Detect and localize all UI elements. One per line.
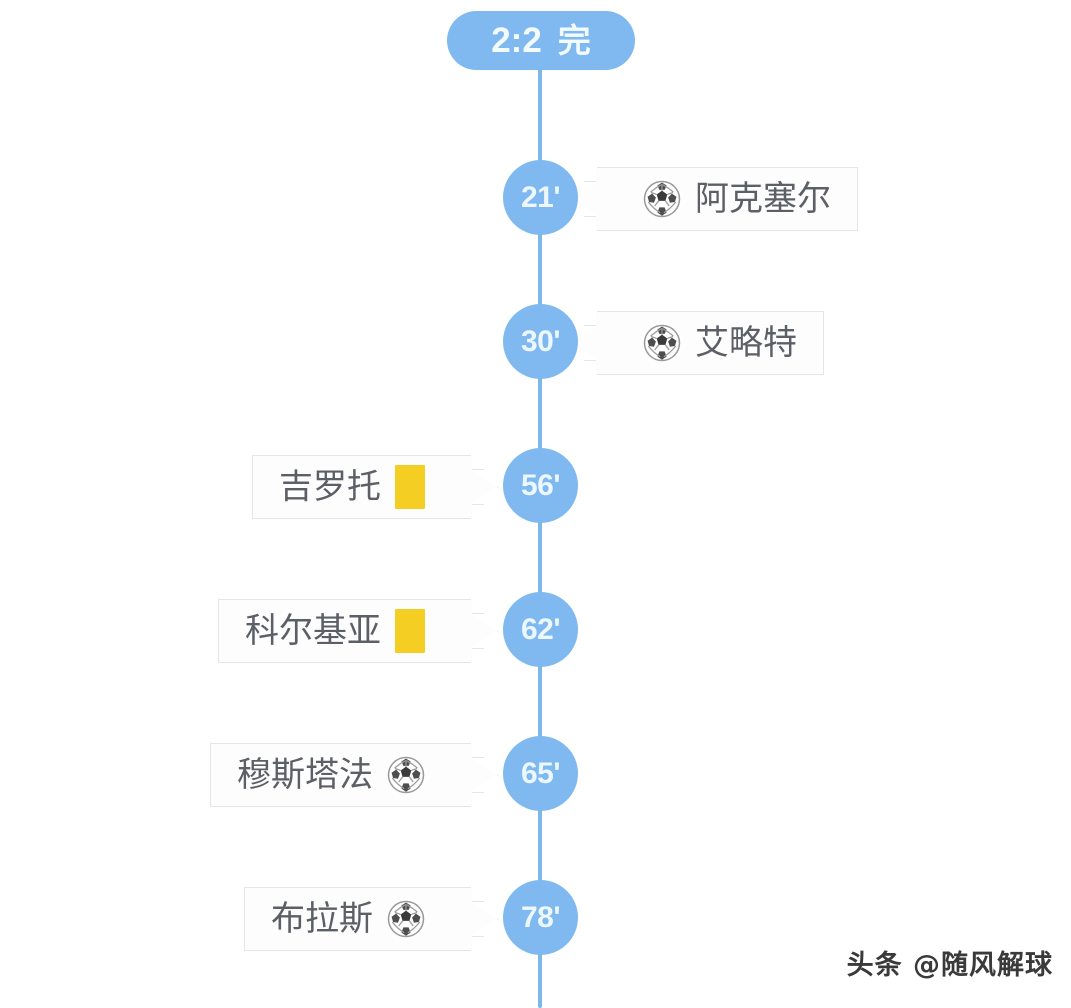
event-minute-badge: 21' <box>503 160 578 235</box>
yellow-card-icon <box>395 465 425 509</box>
event-minute-label: 21' <box>520 180 561 214</box>
event-callout[interactable]: 吉罗托 <box>252 455 498 519</box>
watermark: 头条 @随风解球 <box>846 950 1053 981</box>
soccer-ball-icon <box>387 756 425 794</box>
timeline-event-row[interactable]: 21' 阿克塞尔 <box>0 160 1071 238</box>
event-player-name: 穆斯塔法 <box>237 755 373 795</box>
match-score-pill: 2:2 完 <box>447 11 635 70</box>
event-callout[interactable]: 穆斯塔法 <box>210 743 498 807</box>
event-minute-label: 62' <box>520 612 561 646</box>
event-minute-badge: 56' <box>503 448 578 523</box>
callout-edge-cover <box>596 312 598 374</box>
soccer-ball-icon <box>643 180 681 218</box>
soccer-ball-icon <box>387 756 425 794</box>
event-callout[interactable]: 科尔基亚 <box>218 599 498 663</box>
event-minute-badge: 62' <box>503 592 578 667</box>
event-callout[interactable]: 布拉斯 <box>244 887 498 951</box>
event-minute-badge: 65' <box>503 736 578 811</box>
event-minute-label: 65' <box>520 756 561 790</box>
soccer-ball-icon <box>643 324 681 362</box>
event-minute-label: 30' <box>520 324 561 358</box>
event-minute-badge: 30' <box>503 304 578 379</box>
soccer-ball-icon <box>387 900 425 938</box>
event-player-name: 阿克塞尔 <box>695 179 831 219</box>
yellow-card-icon <box>395 609 425 653</box>
callout-edge-cover <box>596 168 598 230</box>
timeline-event-row[interactable]: 78' 布拉斯 <box>0 880 1071 958</box>
timeline-event-row[interactable]: 30' 艾略特 <box>0 304 1071 382</box>
soccer-ball-icon <box>387 900 425 938</box>
soccer-ball-icon <box>643 324 681 362</box>
event-player-name: 吉罗托 <box>279 467 381 507</box>
soccer-ball-icon <box>643 180 681 218</box>
event-player-name: 艾略特 <box>695 323 797 363</box>
event-callout[interactable]: 阿克塞尔 <box>570 167 858 231</box>
event-callout[interactable]: 艾略特 <box>570 311 824 375</box>
timeline-event-row[interactable]: 56' 吉罗托 <box>0 448 1071 526</box>
event-player-name: 科尔基亚 <box>245 611 381 651</box>
event-player-name: 布拉斯 <box>271 899 373 939</box>
event-minute-label: 56' <box>520 468 561 502</box>
timeline-event-row[interactable]: 62' 科尔基亚 <box>0 592 1071 670</box>
event-minute-label: 78' <box>520 900 561 934</box>
score-value: 2:2 <box>491 21 542 60</box>
match-status-label: 完 <box>557 22 591 59</box>
timeline-event-row[interactable]: 65' 穆斯塔法 <box>0 736 1071 814</box>
event-minute-badge: 78' <box>503 880 578 955</box>
timeline-spine <box>538 58 542 1008</box>
